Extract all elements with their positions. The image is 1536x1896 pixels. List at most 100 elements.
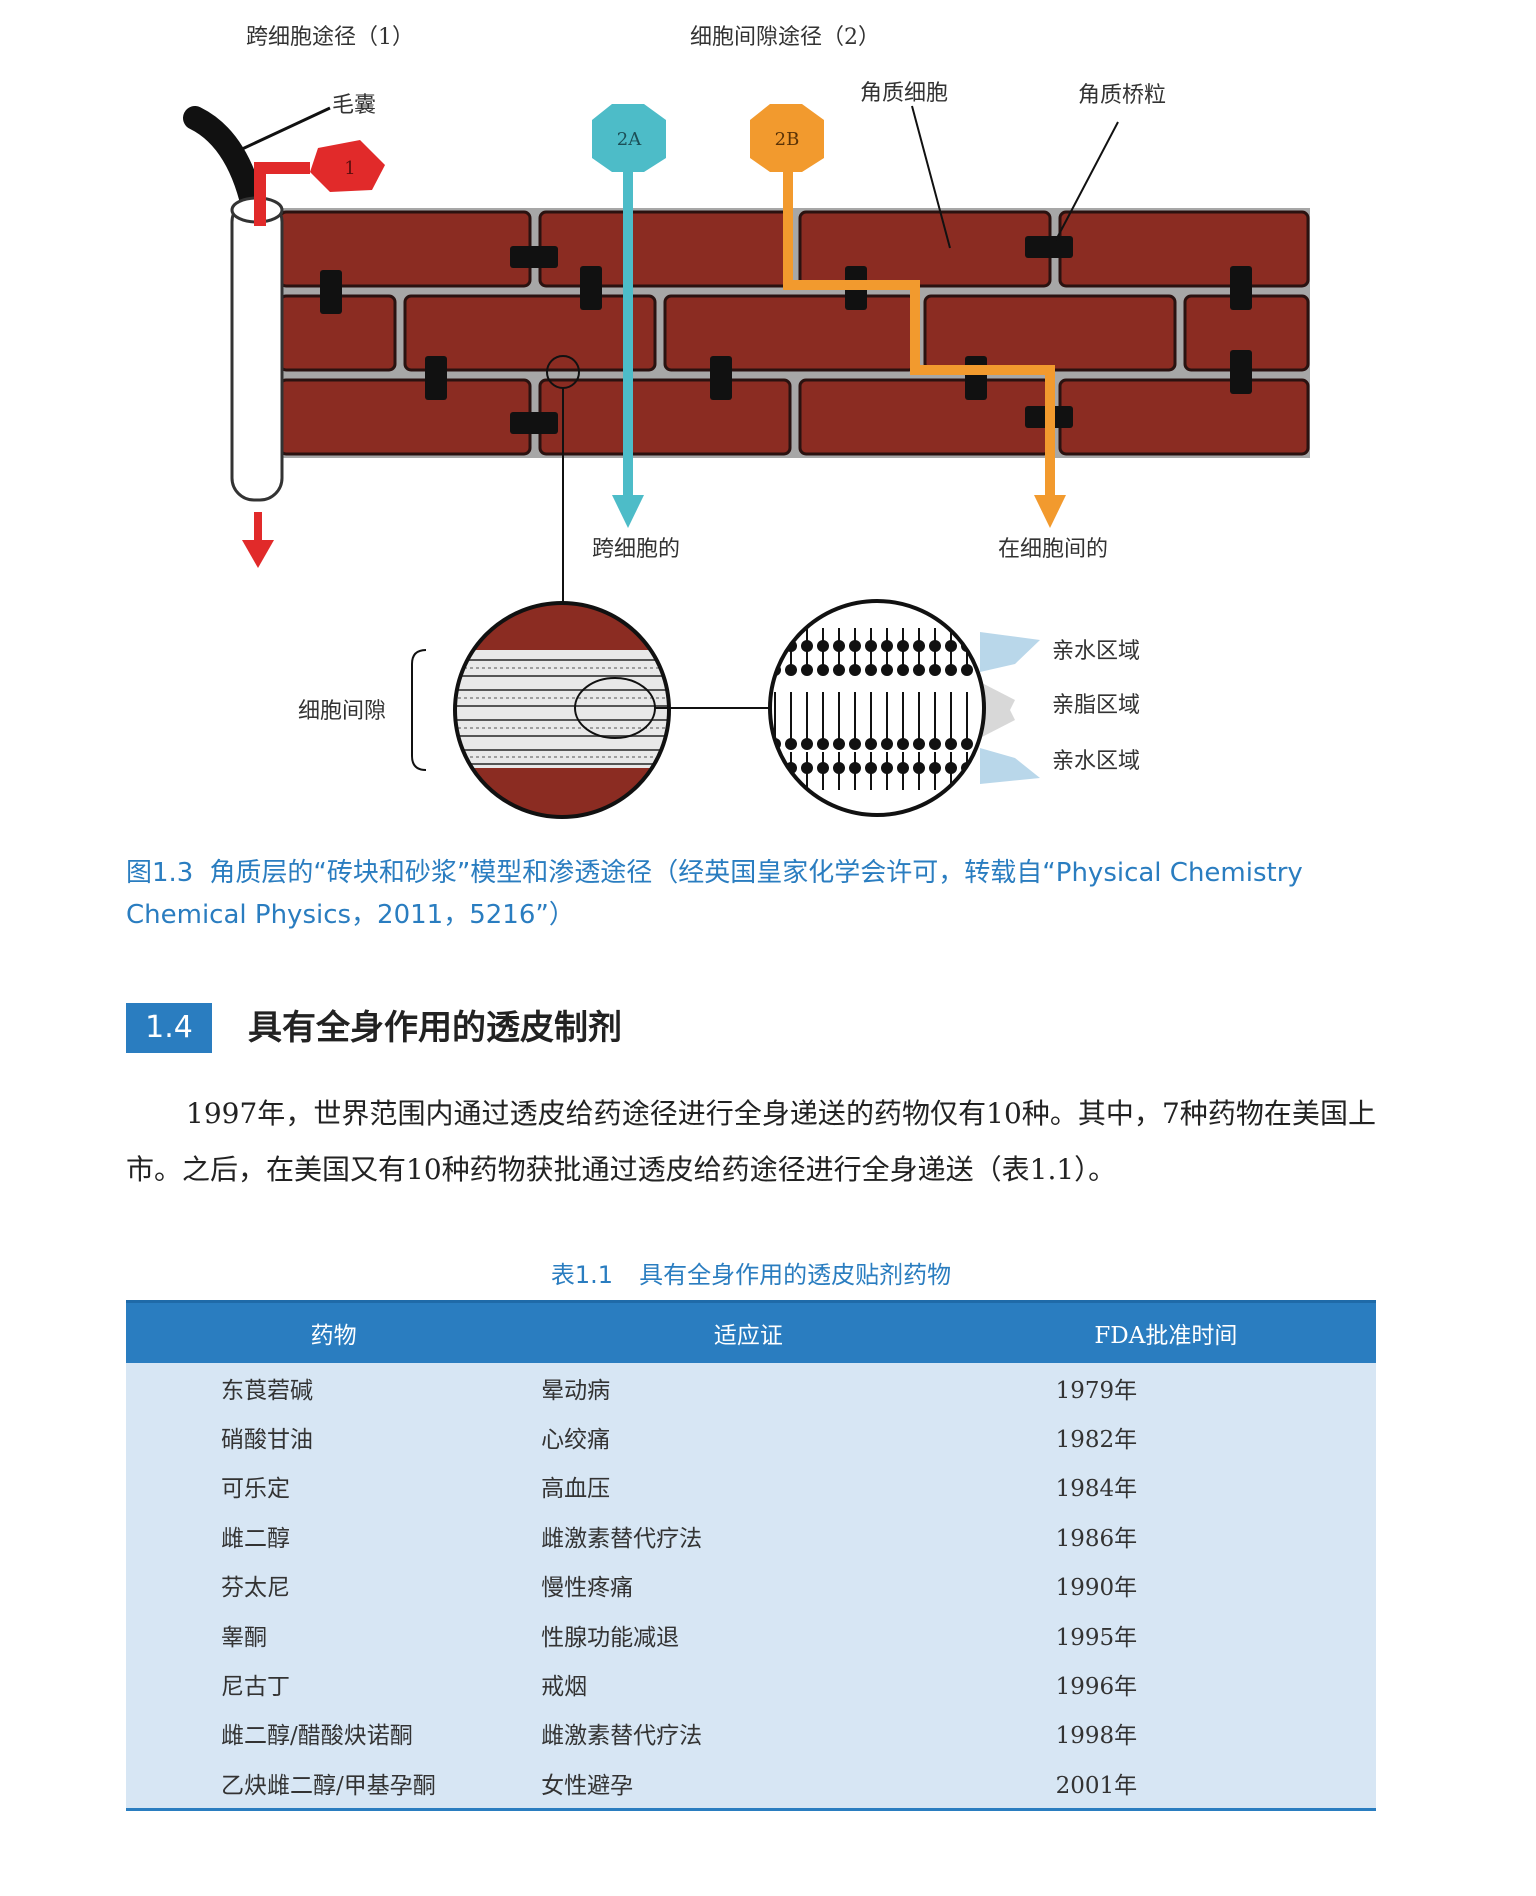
corneodesmosome: [425, 356, 447, 400]
drug-cell: 睾酮: [126, 1609, 542, 1660]
approval-year-cell: 1995年: [955, 1609, 1376, 1660]
approval-year-cell: 1996年: [955, 1659, 1376, 1709]
table-row: 尼古丁 戒烟 1996年: [126, 1659, 1376, 1709]
table-number: 表1.1: [550, 1261, 614, 1289]
route-1-marker: 1: [344, 158, 355, 179]
table-row: 雌二醇 雌激素替代疗法 1986年: [126, 1511, 1376, 1561]
corneodesmosome: [1230, 350, 1252, 394]
intercellular-label: 在细胞间的: [998, 537, 1108, 562]
table-row: 硝酸甘油 心绞痛 1982年: [126, 1412, 1376, 1462]
corneodesmosome-pointer: [1055, 121, 1119, 241]
header-fda-approval: FDA批准时间: [955, 1300, 1376, 1363]
hydrophilic-region-bottom-shape: [980, 748, 1040, 784]
brick: [923, 294, 1177, 372]
corneocyte-pointer: [911, 105, 951, 249]
approval-year-cell: 1998年: [955, 1708, 1376, 1759]
drug-cell: 芬太尼: [126, 1560, 542, 1610]
table-title: 具有全身作用的透皮贴剂药物: [639, 1261, 952, 1289]
brick: [538, 378, 792, 456]
corneodesmosome: [1025, 236, 1073, 258]
approval-year-cell: 1982年: [955, 1412, 1376, 1462]
indication-cell: 晕动病: [541, 1363, 956, 1413]
figure-number: 图1.3: [126, 858, 194, 888]
table-row: 睾酮 性腺功能减退 1995年: [126, 1609, 1376, 1660]
route-2b-marker-shape: [750, 104, 824, 172]
lipophilic-region-shape: [980, 682, 1015, 738]
header-drug: 药物: [126, 1300, 542, 1363]
transcellular-label: 跨细胞的: [592, 537, 680, 562]
route-2a-path: [592, 104, 666, 528]
lipid-bilayer-magnified: [768, 599, 1040, 817]
brick: [798, 378, 1052, 456]
drug-cell: 东莨菪碱: [126, 1363, 542, 1413]
drug-cell: 乙炔雌二醇/甲基孕酮: [126, 1758, 542, 1811]
section-title: 具有全身作用的透皮制剂: [248, 1008, 622, 1048]
brick: [1058, 210, 1310, 288]
indication-cell: 高血压: [541, 1461, 956, 1512]
corneodesmosome: [510, 246, 558, 268]
table-header-row: 药物 适应证 FDA批准时间: [126, 1300, 1376, 1363]
hair-follicle: [183, 106, 331, 502]
approval-year-cell: 2001年: [955, 1758, 1376, 1811]
indication-cell: 雌激素替代疗法: [541, 1708, 956, 1759]
lipophilic-region-label: 亲脂区域: [1052, 693, 1140, 718]
route-1-marker-shape: [310, 140, 385, 192]
indication-cell: 心绞痛: [541, 1412, 956, 1462]
intercellular-route-title: 细胞间隙途径（2）: [690, 25, 880, 50]
bracket: [411, 649, 427, 771]
intercellular-space-label: 细胞间隙: [298, 699, 386, 724]
drug-cell: 尼古丁: [126, 1659, 542, 1709]
teal-arrow-icon: [612, 495, 644, 528]
approval-year-cell: 1984年: [955, 1461, 1376, 1512]
approval-year-cell: 1986年: [955, 1511, 1376, 1561]
corneodesmosome: [965, 356, 987, 400]
drug-cell: 硝酸甘油: [126, 1412, 542, 1462]
drug-cell: 可乐定: [126, 1461, 542, 1512]
follicle-tube: [230, 198, 284, 502]
route-1-path: [242, 140, 385, 568]
table-row: 雌二醇/醋酸炔诺酮 雌激素替代疗法 1998年: [126, 1708, 1376, 1759]
intercellular-space-magnified: [453, 601, 671, 819]
hydrophilic-region-bottom-label: 亲水区域: [1052, 749, 1140, 774]
drug-cell: 雌二醇/醋酸炔诺酮: [126, 1708, 542, 1759]
approval-year-cell: 1979年: [955, 1363, 1376, 1413]
brick: [278, 378, 532, 456]
drug-cell: 雌二醇: [126, 1511, 542, 1561]
header-indication: 适应证: [541, 1300, 956, 1363]
route-2a-marker-shape: [592, 104, 666, 172]
hair-follicle-label: 毛囊: [332, 93, 376, 118]
route-2a-marker: 2A: [617, 129, 642, 150]
brick: [663, 294, 917, 372]
indication-cell: 女性避孕: [541, 1758, 956, 1811]
section-number: 1.4: [126, 1003, 212, 1053]
indication-cell: 雌激素替代疗法: [541, 1511, 956, 1561]
table-row: 芬太尼 慢性疼痛 1990年: [126, 1560, 1376, 1610]
table-row: 乙炔雌二醇/甲基孕酮 女性避孕 2001年: [126, 1758, 1376, 1811]
indication-cell: 慢性疼痛: [541, 1560, 956, 1610]
brick: [798, 210, 1052, 288]
transcellular-route-title: 跨细胞途径（1）: [246, 25, 414, 50]
corneodesmosome: [510, 412, 558, 434]
orange-arrow-icon: [1034, 495, 1066, 528]
table-row: 东莨菪碱 晕动病 1979年: [126, 1363, 1376, 1413]
red-arrow-icon: [242, 540, 274, 568]
corneodesmosome-label: 角质桥粒: [1078, 83, 1166, 108]
hydrophilic-region-top-label: 亲水区域: [1052, 639, 1140, 664]
indication-cell: 性腺功能减退: [541, 1609, 956, 1660]
body-paragraph: 1997年，世界范围内通过透皮给药途径进行全身递送的药物仅有10种。其中，7种药…: [126, 1097, 1376, 1186]
brick: [403, 294, 657, 372]
corneodesmosome: [580, 266, 602, 310]
drug-table: 药物 适应证 FDA批准时间 东莨菪碱 晕动病 1979年 硝酸甘油 心绞痛 1…: [126, 1300, 1376, 1811]
route-2b-path: [750, 104, 1066, 528]
table-caption: 表1.1 具有全身作用的透皮贴剂药物: [126, 1255, 1376, 1290]
approval-year-cell: 1990年: [955, 1560, 1376, 1610]
corneodesmosome: [1230, 266, 1252, 310]
brick-and-mortar-figure: 跨细胞途径（1） 细胞间隙途径（2） 毛囊 角质细胞 角质桥粒 1 2A 2B …: [183, 25, 1310, 819]
route-2b-marker: 2B: [775, 129, 800, 150]
corneodesmosome: [710, 356, 732, 400]
indication-cell: 戒烟: [541, 1659, 956, 1709]
brick: [1058, 378, 1310, 456]
figure-caption-text: 角质层的“砖块和砂浆”模型和渗透途径（经英国皇家化学会许可，转载自“Physic…: [126, 858, 1303, 930]
corneocyte-label: 角质细胞: [860, 81, 948, 106]
